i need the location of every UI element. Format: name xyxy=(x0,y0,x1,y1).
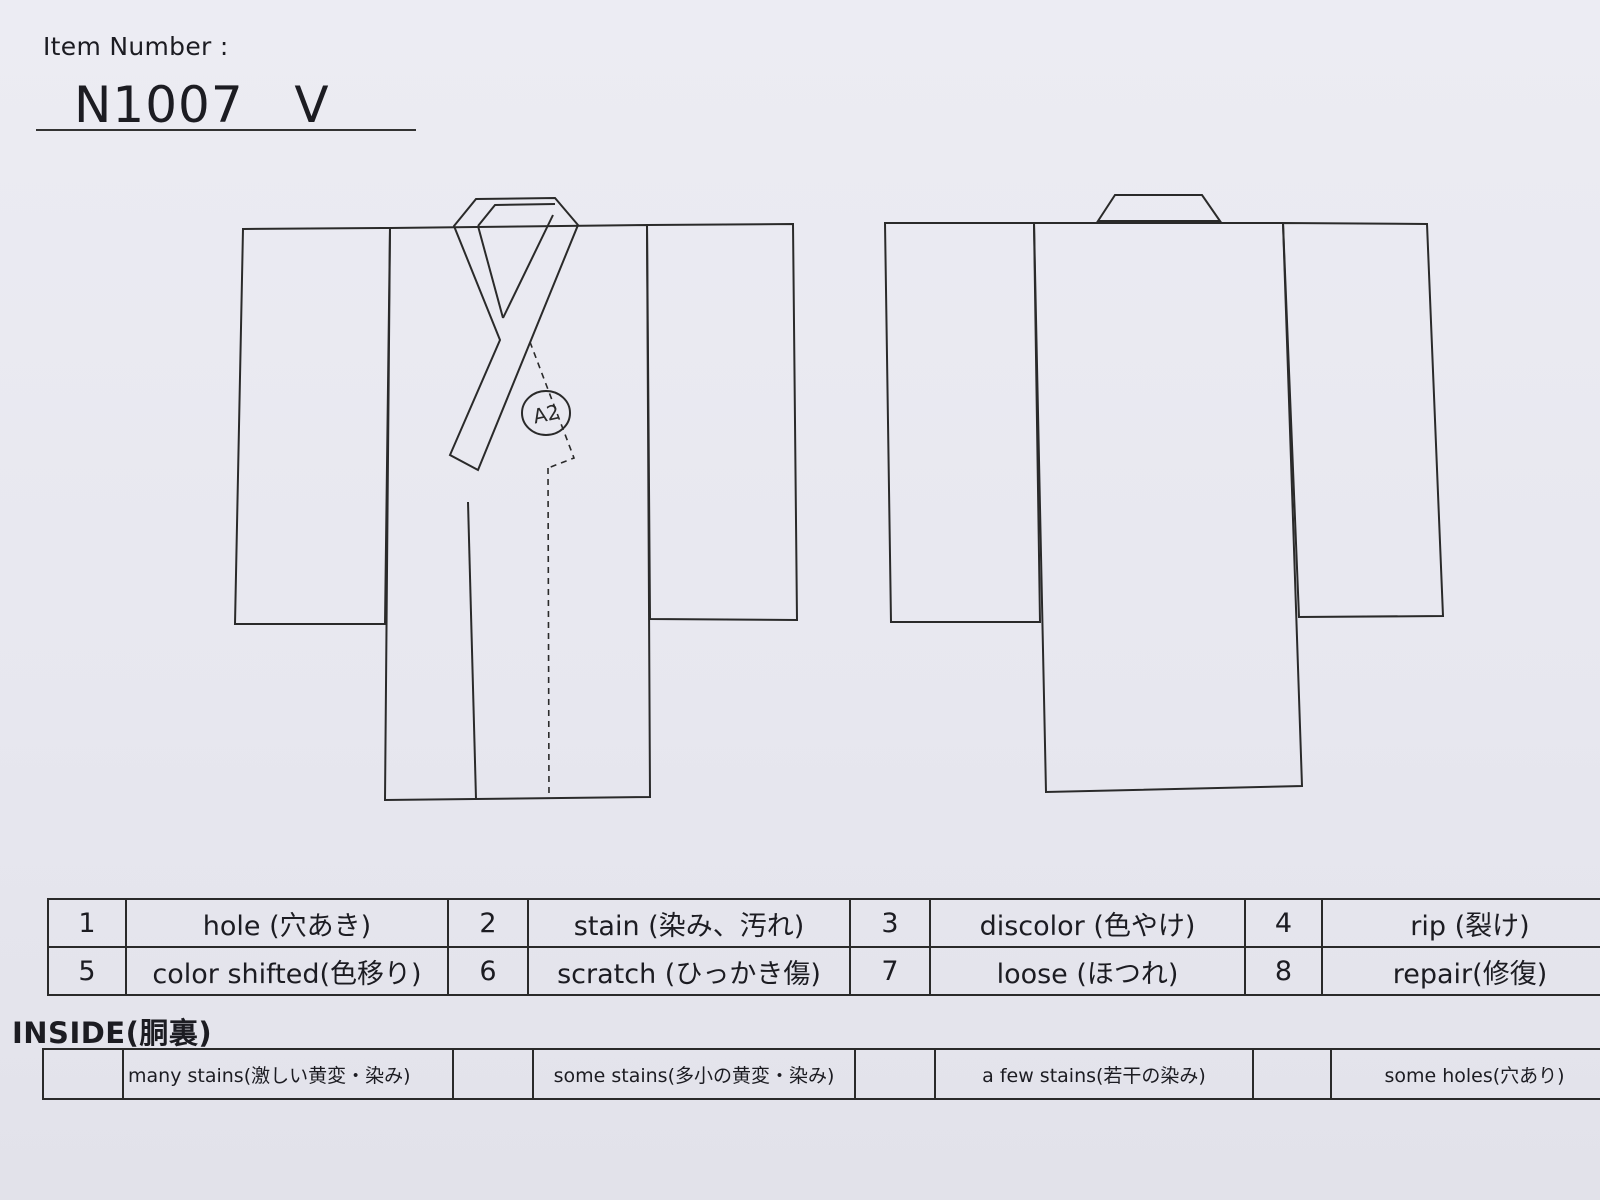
legend-label: color shifted(色移り) xyxy=(125,946,449,996)
legend-label: stain (染み、汚れ) xyxy=(527,898,851,948)
inside-condition-table: many stains(激しい黄変・染み) some stains(多小の黄変・… xyxy=(42,1048,1600,1100)
inside-option-label: some holes(穴あり) xyxy=(1330,1048,1600,1100)
kimono-front-view xyxy=(233,196,799,802)
front-collar-edge xyxy=(477,225,504,319)
legend-number: 8 xyxy=(1244,946,1323,996)
inside-section-title: INSIDE(胴裏) xyxy=(12,1016,213,1050)
front-collar-inner xyxy=(477,203,556,227)
inside-checkbox[interactable] xyxy=(42,1048,124,1100)
legend-label: rip (裂け) xyxy=(1321,898,1600,948)
legend-number: 5 xyxy=(47,946,127,996)
front-overlap-seam xyxy=(467,501,477,800)
front-hidden-seam xyxy=(547,467,550,800)
legend-number: 6 xyxy=(447,946,529,996)
legend-label: loose (ほつれ) xyxy=(929,946,1246,996)
back-body xyxy=(1032,222,1304,794)
inside-option-label: many stains(激しい黄変・染み) xyxy=(122,1048,454,1100)
legend-label: discolor (色やけ) xyxy=(929,898,1246,948)
front-collar-band xyxy=(448,196,580,472)
back-collar xyxy=(1096,194,1222,222)
legend-label: scratch (ひっかき傷) xyxy=(527,946,851,996)
damage-legend-table: 1 hole (穴あき) 2 stain (染み、汚れ) 3 discolor … xyxy=(47,898,1600,996)
legend-number: 2 xyxy=(447,898,529,948)
front-right-sleeve xyxy=(645,222,799,622)
front-marker-label: A2 xyxy=(531,399,562,428)
front-collar-underlap-a xyxy=(502,214,554,319)
inside-option-label: a few stains(若干の染み) xyxy=(934,1048,1254,1100)
inside-checkbox[interactable] xyxy=(1252,1048,1332,1100)
legend-number: 4 xyxy=(1244,898,1323,948)
item-number-underline xyxy=(36,129,416,131)
inside-row: many stains(激しい黄変・染み) some stains(多小の黄変・… xyxy=(42,1048,1600,1100)
inside-option-label: some stains(多小の黄変・染み) xyxy=(532,1048,856,1100)
marker-circle xyxy=(521,390,571,436)
legend-number: 3 xyxy=(849,898,931,948)
item-number-value: N1007 V xyxy=(74,76,330,134)
front-body xyxy=(383,223,652,802)
inside-checkbox[interactable] xyxy=(854,1048,936,1100)
back-right-sleeve xyxy=(1281,221,1445,619)
legend-row: 5 color shifted(色移り) 6 scratch (ひっかき傷) 7… xyxy=(47,946,1600,996)
legend-row: 1 hole (穴あき) 2 stain (染み、汚れ) 3 discolor … xyxy=(47,898,1600,948)
legend-label: repair(修復) xyxy=(1321,946,1600,996)
legend-number: 7 xyxy=(849,946,931,996)
back-left-sleeve xyxy=(883,222,1042,623)
front-hidden-collar xyxy=(529,341,576,469)
legend-number: 1 xyxy=(47,898,127,948)
item-number-label: Item Number : xyxy=(43,32,229,61)
kimono-back-view xyxy=(883,194,1445,794)
legend-label: hole (穴あき) xyxy=(125,898,449,948)
inside-checkbox[interactable] xyxy=(452,1048,534,1100)
front-left-sleeve xyxy=(233,226,392,625)
